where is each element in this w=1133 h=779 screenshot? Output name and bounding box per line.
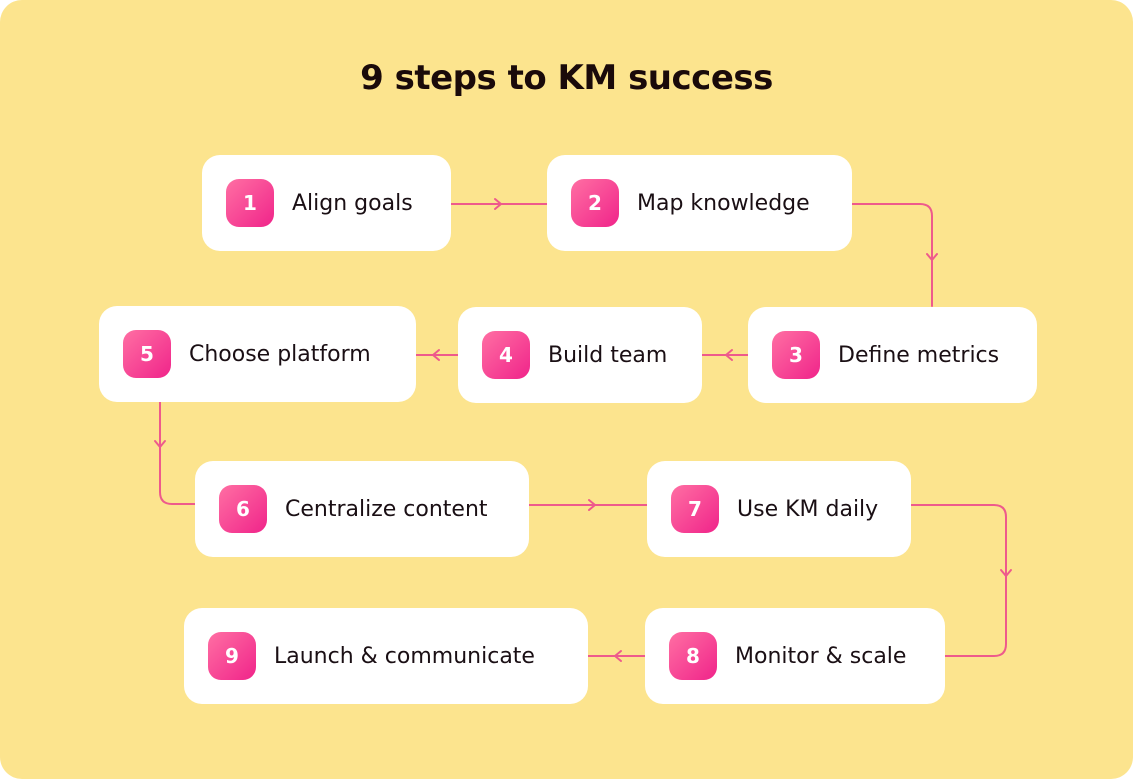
step-number-badge: 6 (219, 485, 267, 533)
step-label: Align goals (292, 190, 413, 216)
step-number-badge: 7 (671, 485, 719, 533)
step-label: Define metrics (838, 342, 1000, 368)
diagram-title: 9 steps to KM success (360, 58, 773, 98)
step-label: Map knowledge (637, 190, 810, 216)
step-number-badge: 9 (208, 632, 256, 680)
step-card-5: 5 Choose platform (99, 306, 416, 402)
step-card-4: 4 Build team (458, 307, 702, 403)
step-card-9: 9 Launch & communicate (184, 608, 588, 704)
step-card-1: 1 Align goals (202, 155, 451, 251)
arrow-3-4-icon (725, 349, 733, 361)
connector-5-6 (159, 401, 196, 505)
step-number-badge: 8 (669, 632, 717, 680)
step-label: Use KM daily (737, 496, 879, 522)
step-card-3: 3 Define metrics (748, 307, 1037, 403)
step-card-2: 2 Map knowledge (547, 155, 852, 251)
arrow-1-2-icon (494, 198, 502, 210)
step-number-badge: 2 (571, 179, 619, 227)
step-number-badge: 4 (482, 331, 530, 379)
step-label: Monitor & scale (735, 643, 907, 669)
arrow-5-6-icon (154, 440, 166, 448)
step-number-badge: 3 (772, 331, 820, 379)
step-number-badge: 5 (123, 330, 171, 378)
connector-7-8 (910, 504, 1007, 657)
step-label: Centralize content (285, 496, 488, 522)
step-label: Choose platform (189, 341, 371, 367)
arrow-8-9-icon (614, 650, 622, 662)
step-label: Launch & communicate (274, 643, 535, 669)
arrow-6-7-icon (588, 499, 596, 511)
arrow-7-8-icon (1000, 569, 1012, 577)
step-card-6: 6 Centralize content (195, 461, 529, 557)
connector-2-3 (851, 203, 933, 307)
step-number-badge: 1 (226, 179, 274, 227)
step-label: Build team (548, 342, 668, 368)
arrow-2-3-icon (926, 253, 938, 261)
step-card-7: 7 Use KM daily (647, 461, 911, 557)
arrow-4-5-icon (432, 349, 440, 361)
step-card-8: 8 Monitor & scale (645, 608, 945, 704)
